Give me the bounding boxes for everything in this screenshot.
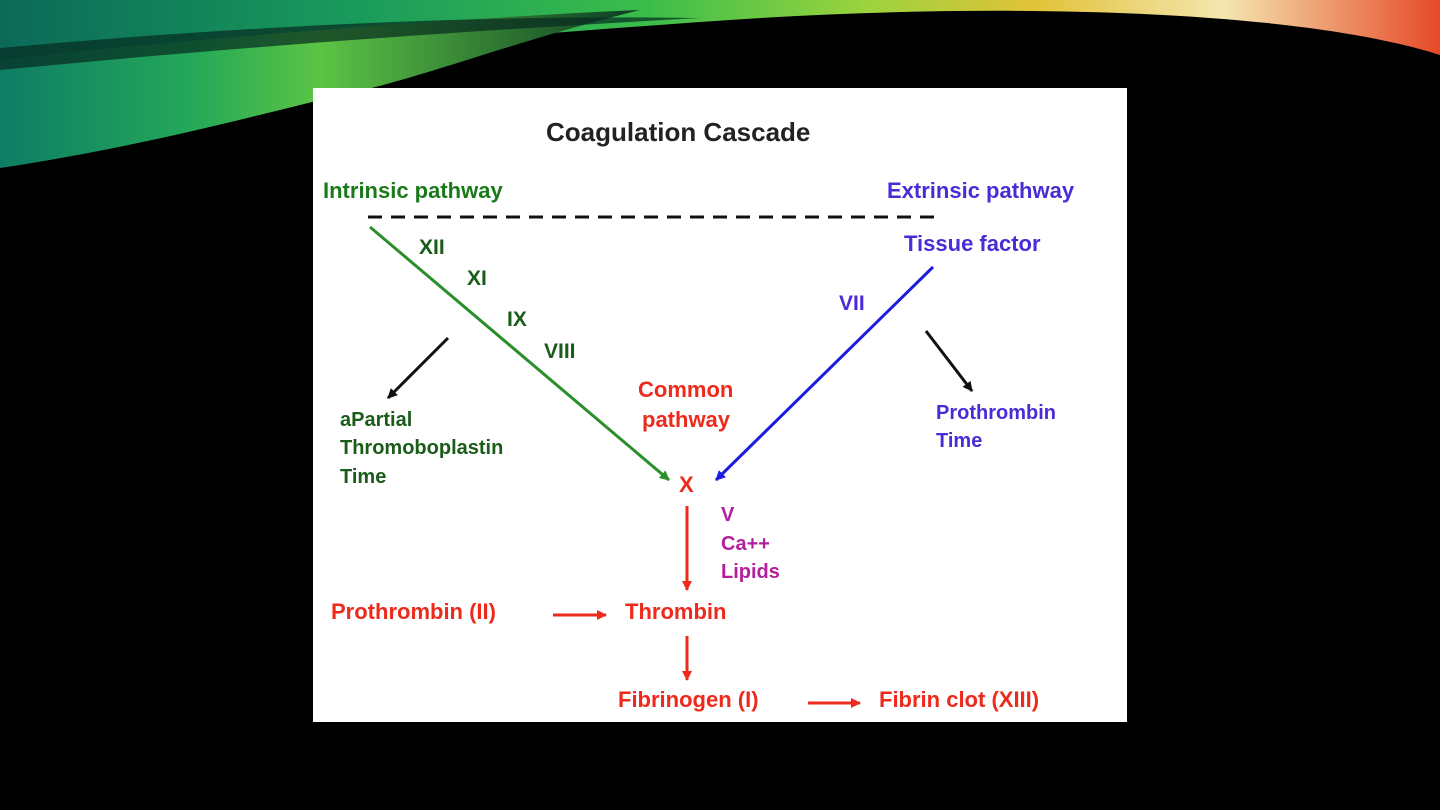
diagram-title: Coagulation Cascade bbox=[546, 117, 811, 147]
common-pathway-label-line-1: Common bbox=[638, 377, 734, 402]
aptt-label-line-3: Time bbox=[340, 466, 387, 488]
fibrin-clot-label: Fibrin clot (XIII) bbox=[879, 687, 1040, 712]
thrombin-label: Thrombin bbox=[625, 599, 727, 624]
coagulation-diagram: Coagulation Cascade Intrinsic pathway Ex… bbox=[313, 88, 1127, 722]
diagram-connectors bbox=[368, 215, 974, 708]
cofactor-lipids-label: Lipids bbox=[721, 561, 780, 583]
factor-vii-label: VII bbox=[839, 292, 865, 315]
factor-xi-label: XI bbox=[467, 267, 487, 290]
aptt-label-line-2: Thromoboplastin bbox=[340, 437, 504, 459]
factor-x-label: X bbox=[679, 472, 694, 497]
extrinsic-arrow bbox=[714, 265, 935, 482]
factor-ix-label: IX bbox=[507, 308, 527, 331]
extrinsic-pathway-label: Extrinsic pathway bbox=[887, 178, 1075, 203]
pt-label-line-1: Prothrombin bbox=[936, 402, 1056, 424]
pt-label-line-2: Time bbox=[936, 430, 983, 452]
aptt-pointer-arrow bbox=[386, 336, 450, 400]
cofactor-calcium-label: Ca++ bbox=[721, 533, 770, 555]
cofactor-v-label: V bbox=[721, 504, 735, 526]
common-pathway-label-line-2: pathway bbox=[642, 407, 731, 432]
intrinsic-pathway-label: Intrinsic pathway bbox=[323, 178, 503, 203]
fibrinogen-label: Fibrinogen (I) bbox=[618, 687, 759, 712]
pt-pointer-arrow bbox=[924, 330, 974, 392]
tissue-factor-label: Tissue factor bbox=[904, 231, 1041, 256]
factor-viii-label: VIII bbox=[544, 340, 576, 363]
factor-xii-label: XII bbox=[419, 236, 445, 259]
ribbon-dark-band bbox=[0, 17, 700, 70]
prothrombin-label: Prothrombin (II) bbox=[331, 599, 496, 624]
intrinsic-arrow bbox=[369, 225, 670, 482]
aptt-label-line-1: aPartial bbox=[340, 409, 413, 431]
